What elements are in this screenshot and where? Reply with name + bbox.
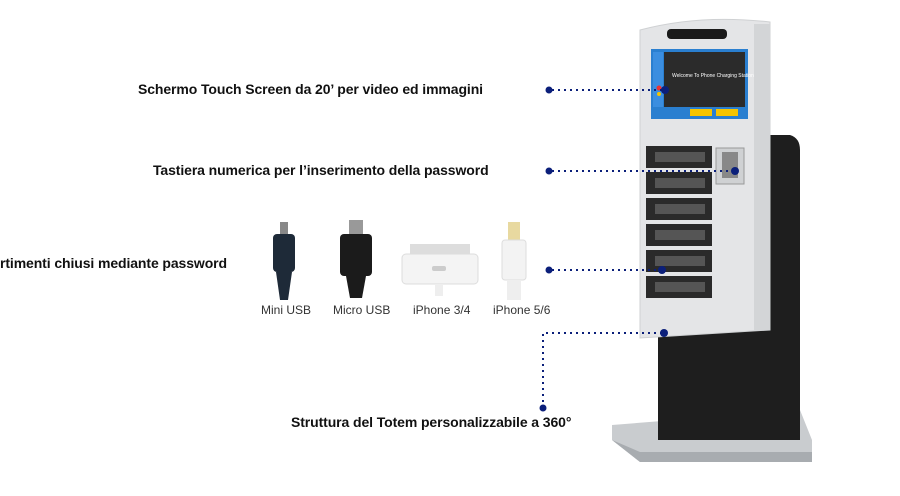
- callout-lockers: rtimenti chiusi mediante password: [0, 255, 227, 271]
- callout-dots: [539, 86, 739, 412]
- callout-lines: [542, 89, 733, 408]
- card-slot: [667, 29, 727, 39]
- callout-structure: Struttura del Totem personalizzabile a 3…: [291, 414, 572, 430]
- lightning-icon: [501, 222, 527, 300]
- caption-mini-usb: Mini USB: [261, 303, 312, 317]
- iphone-30pin-icon: [401, 244, 479, 296]
- micro-usb-icon: [340, 220, 372, 298]
- caption-iphone-3-4: iPhone 3/4: [413, 303, 471, 317]
- caption-micro-usb: Micro USB: [333, 303, 391, 317]
- locker-doors: [646, 146, 712, 298]
- callout-keypad: Tastiera numerica per l’inserimento dell…: [153, 162, 489, 178]
- screen-welcome-text: Welcome To Phone Charging Station: [672, 73, 754, 79]
- mini-usb-icon: [273, 222, 295, 300]
- callout-screen: Schermo Touch Screen da 20’ per video ed…: [138, 81, 483, 97]
- caption-iphone-5-6: iPhone 5/6: [493, 303, 551, 317]
